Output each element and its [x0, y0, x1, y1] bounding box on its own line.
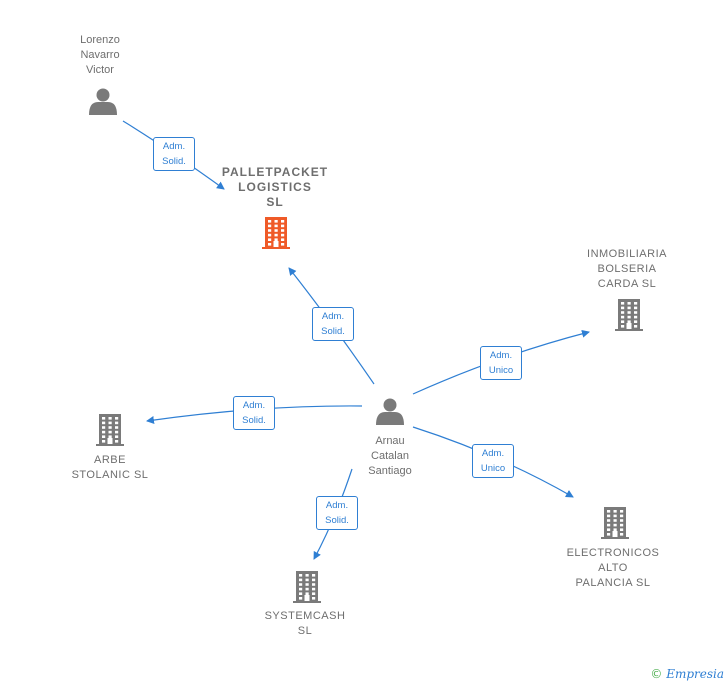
node-label-inmobiliaria: INMOBILIARIA BOLSERIA CARDA SL — [587, 248, 667, 290]
edge-label-arnau-systemcash: Adm. Solid. — [316, 496, 358, 530]
building-icon-palletpacket[interactable] — [262, 217, 290, 249]
edge-label-lorenzo-palletpacket: Adm. Solid. — [153, 137, 195, 171]
brand-name: Empresia — [666, 667, 724, 681]
copyright-icon: © — [650, 667, 663, 681]
edge-label-arnau-electronicos: Adm. Unico — [472, 444, 514, 478]
node-label-palletpacket: PALLETPACKET LOGISTICS SL — [221, 165, 329, 209]
node-label-lorenzo: Lorenzo Navarro Victor — [80, 34, 120, 76]
node-label-arnau: Arnau Catalan Santiago — [368, 435, 412, 477]
building-icon-inmobiliaria[interactable] — [615, 299, 643, 331]
building-icon-electronicos[interactable] — [601, 507, 629, 539]
person-icon-lorenzo[interactable] — [89, 88, 117, 116]
person-icon-arnau[interactable] — [376, 398, 404, 426]
edge-label-arnau-inmobiliaria: Adm. Unico — [480, 346, 522, 380]
node-label-electronicos: ELECTRONICOS ALTO PALANCIA SL — [566, 547, 660, 589]
node-label-systemcash: SYSTEMCASH SL — [264, 610, 346, 637]
building-icon-arbe[interactable] — [96, 414, 124, 446]
edge-label-arnau-palletpacket: Adm. Solid. — [312, 307, 354, 341]
node-label-arbe: ARBE STOLANIC SL — [71, 454, 149, 481]
building-icon-systemcash[interactable] — [293, 571, 321, 603]
footer-brand[interactable]: © Empresia — [650, 667, 724, 681]
edge-label-arnau-arbe: Adm. Solid. — [233, 396, 275, 430]
